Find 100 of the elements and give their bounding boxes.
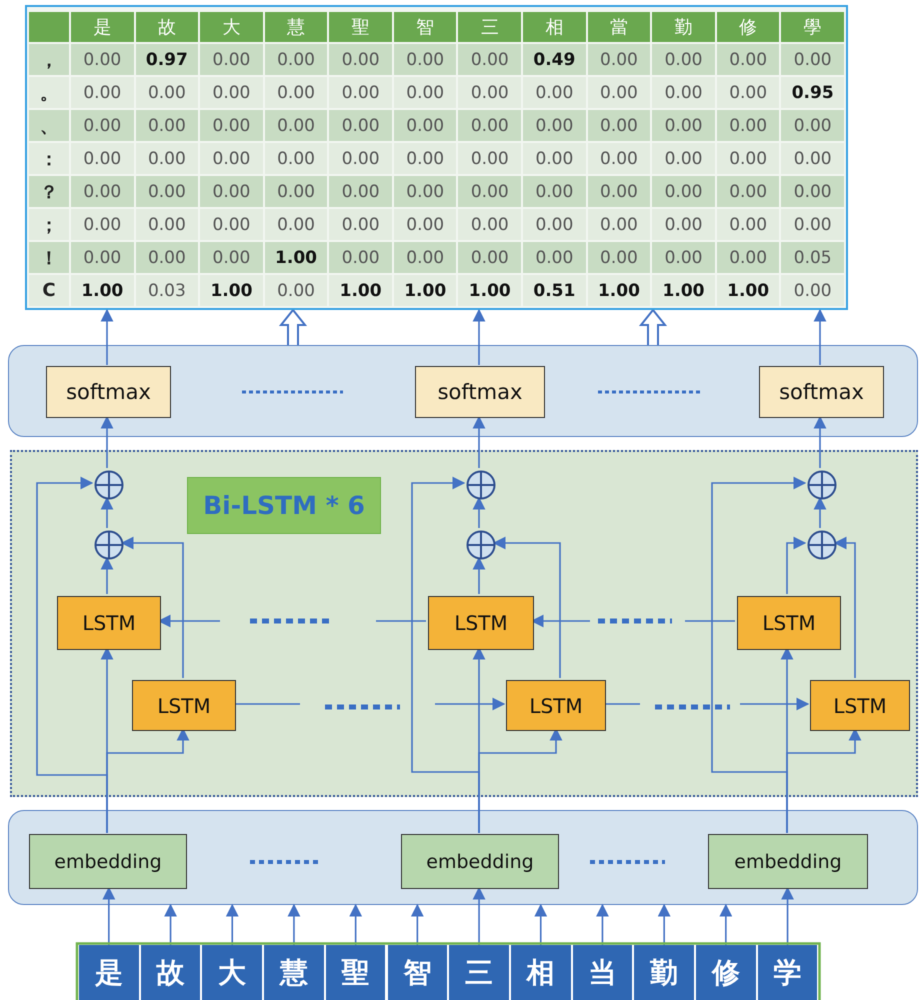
- arrow: [472, 496, 486, 528]
- table-cell: 1.00: [329, 275, 392, 306]
- header-cell: 智: [394, 12, 456, 42]
- arrow: [711, 476, 806, 833]
- model-label: Bi-LSTM * 6: [187, 477, 381, 534]
- table-cell: 0.00: [264, 275, 328, 306]
- table-cell: 0.00: [588, 110, 650, 141]
- table-cell: 0.00: [523, 77, 586, 108]
- arrow: [100, 496, 114, 528]
- row-header-cell: ；: [29, 209, 69, 240]
- softmax-box: softmax: [759, 366, 884, 418]
- table-cell: 0.00: [264, 209, 328, 240]
- table-cell: 0.00: [781, 110, 844, 141]
- table-cell: 0.00: [716, 209, 780, 240]
- table-cell: 1.00: [394, 275, 456, 306]
- lstm-box: LSTM: [737, 596, 841, 650]
- table-cell: 0.49: [523, 44, 586, 75]
- table-cell: 0.00: [458, 143, 522, 174]
- table-cell: 0.00: [136, 209, 198, 240]
- plus-circle: [466, 470, 496, 500]
- table-cell: 0.00: [394, 44, 456, 75]
- table-cell: 0.00: [716, 110, 780, 141]
- table-cell: 1.00: [588, 275, 650, 306]
- table-cell: 0.00: [716, 242, 780, 273]
- arrow: [781, 886, 794, 945]
- lstm-box: LSTM: [428, 596, 534, 650]
- header-cell: 修: [716, 12, 780, 42]
- arrow: [100, 556, 114, 594]
- row-header-cell: ！: [29, 242, 69, 273]
- table-cell: 0.00: [71, 176, 134, 207]
- row-header-cell: ？: [29, 176, 69, 207]
- arrow: [36, 476, 108, 833]
- table-cell: 0.00: [264, 44, 328, 75]
- header-cell: 當: [588, 12, 650, 42]
- table-cell: 0.00: [588, 44, 650, 75]
- table-cell: 0.00: [264, 143, 328, 174]
- arrow: [472, 556, 486, 594]
- table-cell: 0.00: [329, 242, 392, 273]
- table-cell: 0.00: [716, 77, 780, 108]
- arrow: [596, 904, 609, 945]
- table-cell: 0.00: [458, 176, 522, 207]
- arrow: [814, 416, 826, 468]
- table-cell: 0.00: [394, 209, 456, 240]
- row-header-cell: ，: [29, 44, 69, 75]
- arrow: [410, 904, 424, 945]
- arrow: [786, 536, 806, 594]
- arrow: [100, 308, 114, 365]
- table-cell: 0.00: [394, 77, 456, 108]
- header-cell: 慧: [264, 12, 328, 42]
- table-cell: 0.00: [458, 110, 522, 141]
- table-cell: 0.00: [588, 209, 650, 240]
- arrow: [658, 904, 671, 945]
- table-cell: 1.00: [458, 275, 522, 306]
- arrow: [288, 904, 300, 945]
- table-cell: 0.00: [329, 176, 392, 207]
- table-cell: 0.00: [458, 77, 522, 108]
- row-header-cell: C: [29, 275, 69, 306]
- table-cell: 0.00: [458, 242, 522, 273]
- table-cell: 0.00: [652, 242, 715, 273]
- arrow: [604, 698, 810, 710]
- table-cell: 0.00: [136, 242, 198, 273]
- header-cell: 聖: [329, 12, 392, 42]
- arrow: [472, 308, 486, 365]
- table-cell: 0.00: [200, 242, 263, 273]
- table-cell: 0.00: [523, 143, 586, 174]
- hollow-arrow: [638, 308, 668, 346]
- table-cell: 1.00: [716, 275, 780, 306]
- layer-panel: [10, 450, 918, 797]
- table-cell: 0.00: [523, 209, 586, 240]
- table-cell: 0.00: [781, 44, 844, 75]
- lstm-box: LSTM: [506, 680, 606, 731]
- table-cell: 0.00: [71, 143, 134, 174]
- table-cell: 0.00: [329, 209, 392, 240]
- plus-circle: [466, 530, 496, 560]
- lstm-box: LSTM: [132, 680, 236, 731]
- plus-circle: [807, 530, 837, 560]
- input-character: 大: [202, 945, 262, 1000]
- table-cell: 0.00: [523, 110, 586, 141]
- input-character: 学: [758, 945, 818, 1000]
- arrow: [472, 886, 486, 945]
- table-cell: 0.00: [200, 143, 263, 174]
- layer-panel: [8, 810, 918, 905]
- input-character: 慧: [264, 945, 324, 1000]
- table-cell: 1.00: [652, 275, 715, 306]
- header-cell: 故: [136, 12, 198, 42]
- arrow: [472, 416, 486, 468]
- table-cell: 0.00: [264, 110, 328, 141]
- plus-circle: [94, 530, 124, 560]
- table-cell: 0.00: [264, 176, 328, 207]
- table-cell: 0.00: [200, 176, 263, 207]
- header-cell: 三: [458, 12, 522, 42]
- header-cell: 相: [523, 12, 586, 42]
- table-cell: 0.00: [652, 143, 715, 174]
- table-cell: 1.00: [264, 242, 328, 273]
- arrow: [100, 416, 114, 468]
- table-cell: 0.00: [71, 242, 134, 273]
- plus-circle: [807, 470, 837, 500]
- arrow: [120, 536, 184, 678]
- table-cell: 0.00: [588, 242, 650, 273]
- arrow: [534, 904, 548, 945]
